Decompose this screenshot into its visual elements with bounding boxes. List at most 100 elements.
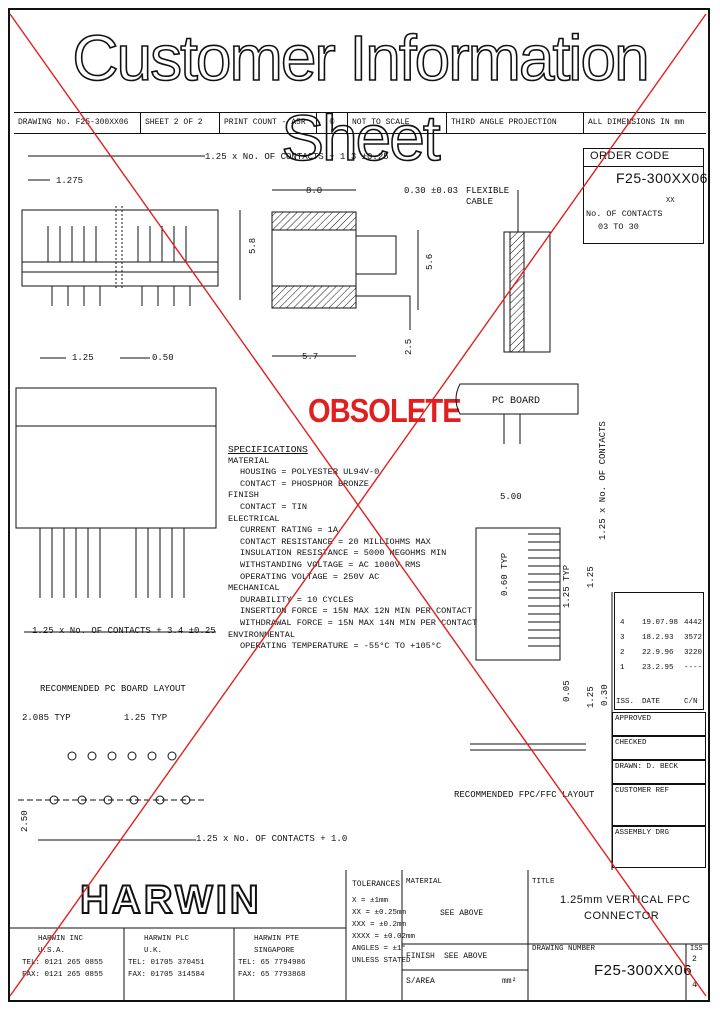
tolerance-line: UNLESS STATED bbox=[352, 957, 411, 965]
connector-front-lower bbox=[15, 387, 217, 529]
revision-cell: 19.07.98 bbox=[642, 619, 679, 627]
pcb-overall: 1.25 x No. OF CONTACTS + 1.0 bbox=[196, 834, 348, 844]
fpc-traces bbox=[528, 533, 560, 647]
drawing-number-label: DRAWING NUMBER bbox=[532, 945, 596, 953]
revision-cell: 3 bbox=[620, 634, 625, 642]
spec-line: CURRENT RATING = 1A bbox=[240, 525, 338, 536]
side-section-tail bbox=[356, 295, 411, 330]
revision-header: DATE bbox=[642, 698, 661, 706]
spec-line: MATERIAL bbox=[228, 455, 270, 466]
sarea-unit: mm² bbox=[502, 977, 517, 986]
pc-board-label: PC BOARD bbox=[492, 396, 541, 407]
obsolete-cross-line-2 bbox=[9, 13, 707, 997]
office-line: TEL: 0121 265 0855 bbox=[22, 959, 104, 967]
material-value: SEE ABOVE bbox=[440, 909, 484, 918]
tolerance-line: XXXX = ±0.02mm bbox=[352, 933, 416, 941]
revision-cell: 22.9.96 bbox=[642, 649, 674, 657]
order-code-value: F25-300XX06 bbox=[616, 170, 708, 186]
dim-side-base: 5.7 bbox=[302, 352, 319, 362]
order-contacts-label: No. OF CONTACTS bbox=[586, 209, 663, 219]
approval-label: CUSTOMER REF bbox=[615, 787, 670, 795]
spec-line: CONTACT RESISTANCE = 20 MILLIOHMS MAX bbox=[240, 536, 431, 547]
spec-line: INSULATION RESISTANCE = 5000 MEGOHMS MIN bbox=[240, 548, 447, 559]
connector-front-contacts bbox=[47, 226, 187, 262]
revision-table bbox=[614, 592, 704, 710]
office-line: HARWIN INC bbox=[38, 935, 84, 943]
side-section-contact bbox=[356, 235, 397, 275]
harwin-logo: HARWIN bbox=[79, 877, 262, 923]
revision-cell: ---- bbox=[684, 664, 703, 672]
flex-cable-hatch bbox=[509, 231, 525, 353]
revision-header: C/N bbox=[684, 698, 698, 706]
dim-pitch: 1.25 bbox=[72, 353, 94, 363]
title-line2: CONNECTOR bbox=[584, 910, 660, 922]
revision-cell: 3220 bbox=[684, 649, 703, 657]
approval-label: APPROVED bbox=[615, 715, 652, 723]
office-line: U.S.A. bbox=[38, 947, 66, 955]
tolerance-line: ANGLES = ±1° bbox=[352, 945, 407, 953]
spec-line: HOUSING = POLYESTER UL94V-0 bbox=[240, 467, 380, 478]
drawing-number: F25-300XX06 bbox=[594, 962, 693, 979]
finish-value: SEE ABOVE bbox=[444, 952, 488, 961]
spec-line: CONTACT = PHOSPHOR BRONZE bbox=[240, 478, 369, 489]
dim-pitch-start: 1.275 bbox=[56, 176, 84, 186]
side-section-hatch-top bbox=[271, 211, 357, 231]
revision-cell: 1 bbox=[620, 664, 625, 672]
pcb-pitch: 1.25 TYP bbox=[124, 713, 168, 723]
revision-cell: 4 bbox=[620, 619, 625, 627]
pc-board-shape bbox=[455, 383, 579, 415]
dim-side-width: 8.0 bbox=[306, 186, 323, 196]
connector-lower-pins bbox=[39, 528, 185, 598]
spec-line: FINISH bbox=[228, 490, 259, 501]
revision-header: ISS. bbox=[616, 698, 635, 706]
pcb-layout-title: RECOMMENDED PC BOARD LAYOUT bbox=[40, 684, 186, 694]
side-section-hatch-bottom bbox=[271, 285, 357, 309]
dim-pin: 0.50 bbox=[152, 353, 174, 363]
spec-line: WITHSTANDING VOLTAGE = AC 1000V RMS bbox=[240, 559, 421, 570]
revision-cell: 3572 bbox=[684, 634, 703, 642]
order-xx-mark: XX bbox=[666, 197, 675, 205]
spec-line: OPERATING TEMPERATURE = -55°C TO +105°C bbox=[240, 641, 442, 652]
spec-line: ELECTRICAL bbox=[228, 513, 280, 524]
info-print-count: PRINT COUNT - A5R bbox=[220, 113, 317, 133]
office-line: HARWIN PTE bbox=[254, 935, 300, 943]
office-line: FAX: 65 7793868 bbox=[238, 971, 306, 979]
fpc-outline bbox=[475, 527, 561, 661]
obsolete-stamp: OBSOLETE bbox=[308, 392, 462, 429]
office-line: TEL: 01705 370451 bbox=[128, 959, 205, 967]
title-label: TITLE bbox=[532, 878, 555, 886]
connector-front-pins bbox=[51, 286, 191, 306]
revision-cell: 23.2.95 bbox=[642, 664, 674, 672]
approval-label: DRAWN: D. BECK bbox=[615, 763, 679, 771]
spec-line: WITHDRAWAL FORCE = 15N MAX 14N MIN PER C… bbox=[240, 617, 478, 628]
material-label: MATERIAL bbox=[406, 878, 443, 886]
tolerance-line: XXX = ±0.2mm bbox=[352, 921, 407, 929]
info-units: ALL DIMENSIONS IN mm bbox=[588, 118, 685, 127]
pcb-holes-top bbox=[67, 751, 177, 761]
office-line: FAX: 01705 314584 bbox=[128, 971, 205, 979]
office-line: SINGAPORE bbox=[254, 947, 295, 955]
flex-cable-housing bbox=[503, 231, 551, 353]
fpc-layout-label: RECOMMENDED FPC/FFC LAYOUT bbox=[454, 790, 595, 800]
pcb-hole: 2.085 TYP bbox=[22, 713, 71, 723]
tolerance-line: XX = ±0.25mm bbox=[352, 909, 407, 917]
approval-label: ASSEMBLY DRG bbox=[615, 829, 670, 837]
title-line1: 1.25mm VERTICAL FPC bbox=[560, 894, 691, 906]
revision-cell: 4442 bbox=[684, 619, 703, 627]
iss-number: 2 bbox=[692, 955, 697, 964]
sarea-label: S/AREA bbox=[406, 977, 435, 986]
info-drawing-no: DRAWING No. F25-300XX06 bbox=[14, 113, 141, 133]
approval-label: CHECKED bbox=[615, 739, 647, 747]
fpc-width: 5.00 bbox=[500, 492, 522, 502]
iss-label: ISS bbox=[690, 945, 703, 953]
dim-top-overall: 1.25 x No. OF CONTACTS + 1.3 ±0.25 bbox=[205, 152, 389, 162]
revision-cell: 18.2.93 bbox=[642, 634, 674, 642]
order-code-label-box bbox=[583, 148, 704, 166]
connector-front-body bbox=[21, 209, 219, 287]
sheet-title: Customer Information Sheet bbox=[72, 21, 651, 175]
iss-value: 4 bbox=[692, 980, 698, 990]
